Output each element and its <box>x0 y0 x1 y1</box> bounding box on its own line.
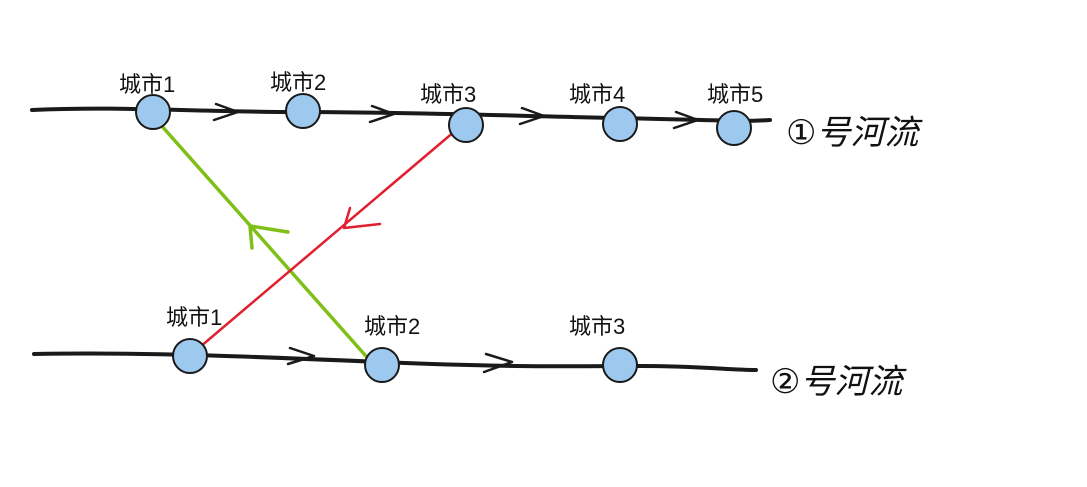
river-2-city-3-node[interactable] <box>602 347 638 383</box>
river-2-city-1-node[interactable] <box>172 338 208 374</box>
river-2-city-1-label: 城市1 <box>166 305 222 330</box>
green-link-arrowhead <box>248 224 290 250</box>
green-link-line <box>150 113 375 366</box>
river-1-city-3-node[interactable] <box>448 107 484 143</box>
river-2-flow-arrow <box>286 346 316 366</box>
river-1-city-1-label: 城市1 <box>119 72 175 97</box>
river-1-flow-arrow <box>212 102 240 122</box>
river-2-line <box>32 351 758 372</box>
river-1-flow-arrow <box>368 104 396 124</box>
river-1-city-2-label: 城市2 <box>270 70 326 95</box>
river-1-city-2-node[interactable] <box>285 93 321 129</box>
river-1-city-3-label: 城市3 <box>420 82 476 107</box>
river-1-city-4-node[interactable] <box>602 106 638 142</box>
river-1-city-1-node[interactable] <box>135 94 171 130</box>
river-1-city-5-label: 城市5 <box>707 82 763 107</box>
river-1-name: ①号河流 <box>786 113 923 153</box>
river-2-city-2-node[interactable] <box>364 347 400 383</box>
river-1-flow-arrow <box>518 106 546 126</box>
red-link-line <box>198 129 457 349</box>
river-2-flow-arrow <box>482 352 514 374</box>
river-2-city-3-label: 城市3 <box>569 314 625 339</box>
river-1-city-4-label: 城市4 <box>569 82 625 107</box>
red-link-arrowhead <box>342 206 382 230</box>
river-2-city-2-label: 城市2 <box>364 314 420 339</box>
river-1-city-5-node[interactable] <box>716 110 752 146</box>
river-2-name: ②号河流 <box>770 362 907 402</box>
river-1-flow-arrow <box>672 110 700 130</box>
